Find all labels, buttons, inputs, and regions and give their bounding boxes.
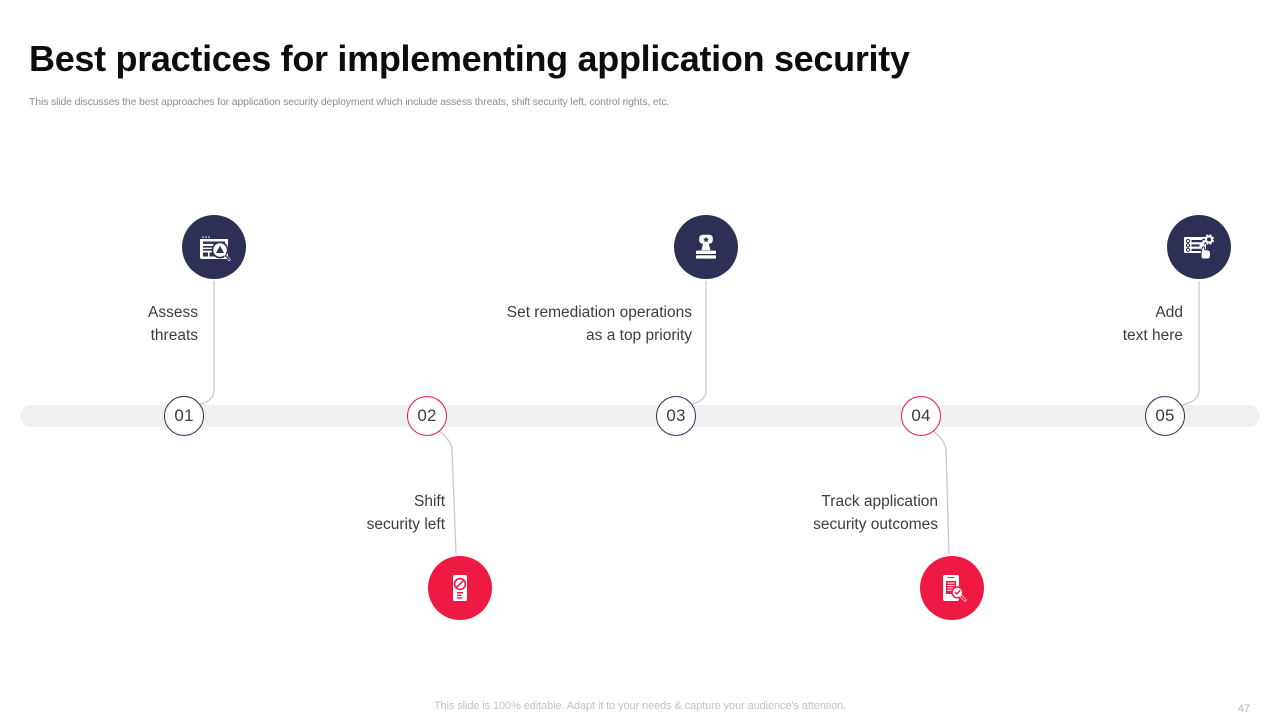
step-icon-02[interactable] (428, 556, 492, 620)
step-number-05[interactable]: 05 (1145, 396, 1185, 436)
footer-note: This slide is 100% editable. Adapt it to… (433, 700, 847, 712)
step-label-02: Shift security left (366, 493, 445, 533)
checklist-settings-icon (1181, 230, 1217, 264)
step-label-03: Set remediation operations as a top prio… (506, 304, 692, 344)
mobile-audit-icon (935, 571, 969, 605)
approval-stamp-icon (689, 230, 723, 264)
step-icon-03[interactable] (674, 215, 738, 279)
step-number-04[interactable]: 04 (901, 396, 941, 436)
step-number-03[interactable]: 03 (656, 396, 696, 436)
step-label-01: Assess threats (148, 304, 198, 344)
step-label-05: Add text here (1122, 304, 1183, 344)
step-icon-04[interactable] (920, 556, 984, 620)
step-number-01[interactable]: 01 (164, 396, 204, 436)
step-number-02[interactable]: 02 (407, 396, 447, 436)
page-subtitle: This slide discusses the best approaches… (29, 96, 670, 108)
blocked-device-icon (443, 571, 477, 605)
threat-scan-icon (196, 229, 232, 265)
page-number: 47 (1237, 703, 1250, 715)
timeline-track (20, 405, 1260, 427)
page-title: Best practices for implementing applicat… (29, 38, 910, 79)
step-icon-05[interactable] (1167, 215, 1231, 279)
step-label-04: Track application security outcomes (813, 493, 938, 533)
step-icon-01[interactable] (182, 215, 246, 279)
